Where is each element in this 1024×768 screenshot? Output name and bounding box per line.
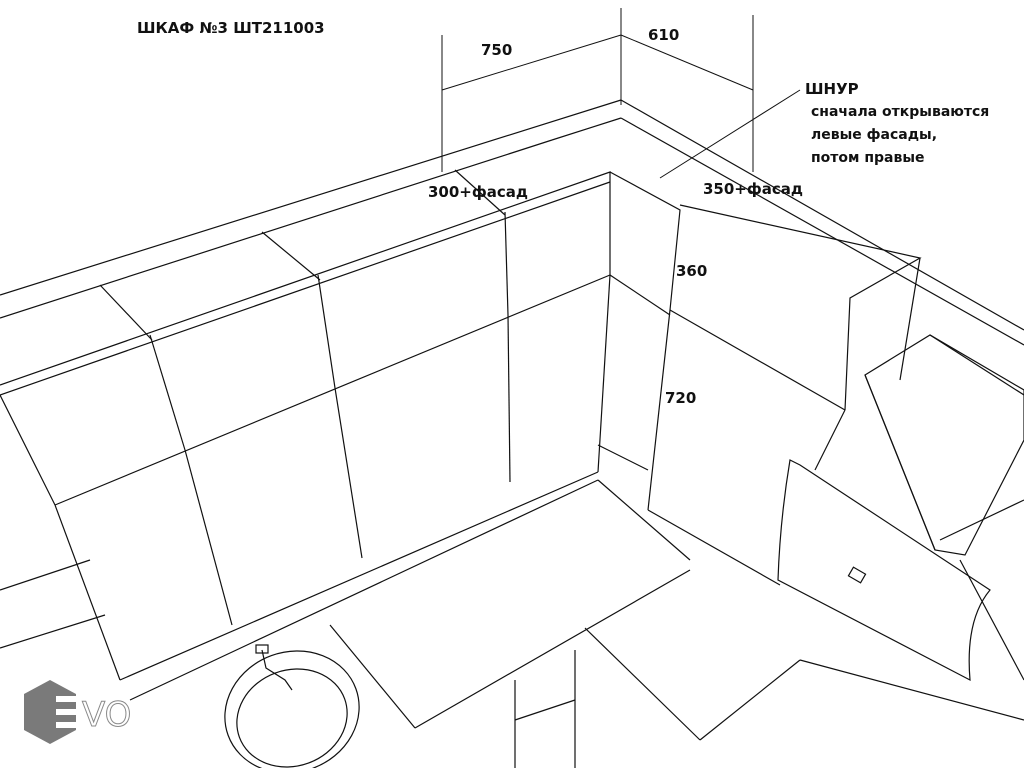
dimension-left-depth: 300+фасад: [428, 183, 529, 201]
evo-logo: VO: [24, 680, 132, 744]
range-hood: [777, 334, 1024, 682]
cord-note: ШНУР сначала открываются левые фасады, п…: [805, 78, 989, 170]
dimension-left-width: 750: [481, 41, 513, 59]
cord-note-line: потом правые: [811, 150, 925, 166]
sink: [224, 644, 360, 768]
dimension-lines: [441, 8, 801, 179]
right-upper-cabinets: [597, 171, 922, 586]
cord-note-line: левые фасады,: [811, 127, 938, 143]
countertop: [0, 479, 1024, 768]
drawing-title: ШКАФ №3 ШТ211003: [137, 19, 325, 37]
dimension-upper-height: 360: [676, 262, 708, 280]
cord-note-heading: ШНУР: [805, 80, 859, 98]
dimension-right-depth: 350+фасад: [703, 180, 804, 198]
left-upper-cabinets: [0, 169, 611, 681]
cord-note-line: сначала открываются: [811, 104, 990, 120]
svg-text:VO: VO: [82, 695, 131, 735]
wall-lines: [0, 99, 1024, 346]
dimension-lower-height: 720: [665, 389, 697, 407]
dimension-right-width: 610: [648, 26, 680, 44]
